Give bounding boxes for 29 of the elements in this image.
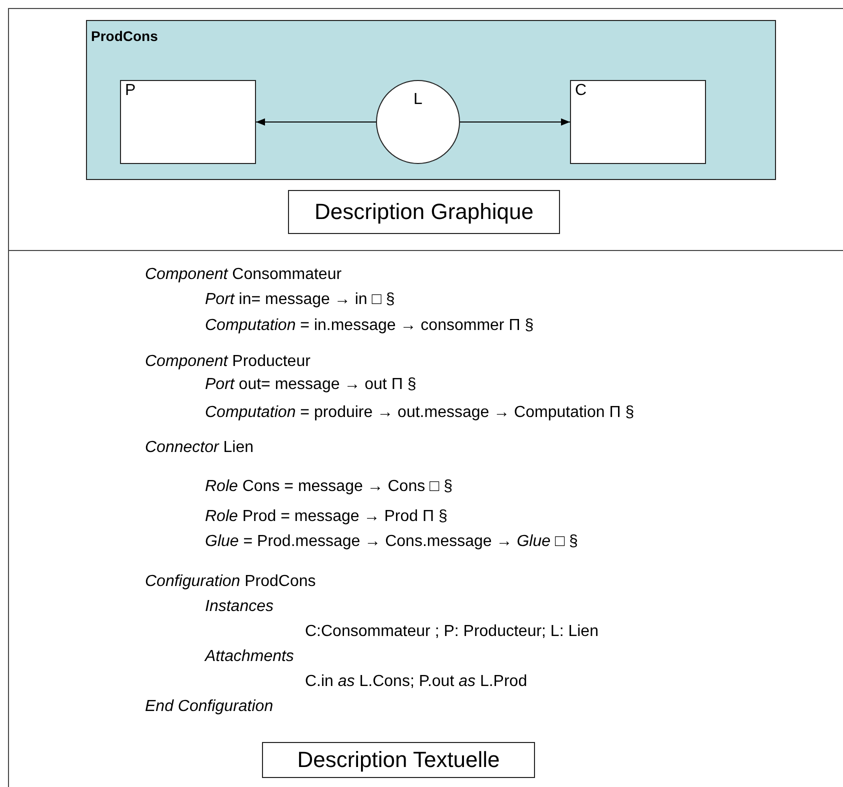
component-box: [570, 80, 706, 164]
node-label: ProdCons: [91, 29, 158, 44]
arrow: [256, 118, 376, 126]
code-line: Configuration ProdCons: [145, 572, 316, 592]
node-label: P: [125, 82, 136, 100]
caption-text: Description Graphique: [314, 200, 534, 224]
code-line: C:Consommateur ; P: Producteur; L: Lien: [305, 622, 598, 642]
node-label: L: [414, 91, 422, 109]
caption-text: Description Textuelle: [297, 748, 500, 772]
code-line: C.in as L.Cons; P.out as L.Prod: [305, 672, 528, 692]
caption-box: [288, 190, 560, 234]
code-line: Computation = produire → out.message → Computation Π §: [205, 403, 634, 423]
code-line: End Configuration: [145, 697, 274, 717]
code-line: Role Cons = message → Cons □ §: [205, 477, 453, 497]
node-label: C: [575, 82, 587, 100]
arrow: [460, 118, 570, 126]
caption-box: [262, 742, 535, 778]
code-line: Component Producteur: [145, 352, 310, 372]
code-line: Glue = Prod.message → Cons.message → Glue □ §: [205, 532, 578, 552]
code-line: Port out= message → out Π §: [205, 375, 416, 395]
code-line: Attachments: [205, 647, 294, 667]
component-box: [120, 80, 256, 164]
code-line: Connector Lien: [145, 438, 254, 458]
code-line: Role Prod = message → Prod Π §: [205, 507, 448, 527]
code-line: Component Consommateur: [145, 265, 342, 285]
group-box: [86, 20, 776, 180]
code-line: Computation = in.message → consommer Π §: [205, 316, 534, 336]
code-line: Port in= message → in □ §: [205, 290, 395, 310]
code-line: Instances: [205, 597, 274, 617]
